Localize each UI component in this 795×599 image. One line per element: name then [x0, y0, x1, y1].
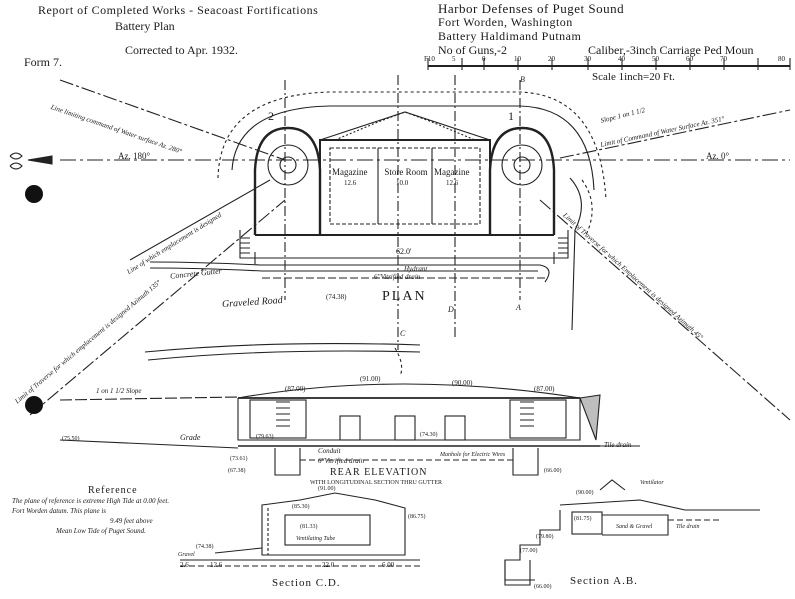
elevation-drain-label: 6"Vitrified drain	[318, 457, 365, 465]
reference-line: Fort Worden datum. This plane is	[12, 507, 106, 515]
elev-87-left: (87.00)	[285, 385, 306, 393]
section-ab-label: (81.75)	[574, 516, 592, 522]
vitrified-drain-label: 6"Vitrified drain	[374, 273, 421, 281]
fort-name: Fort Worden, Washington	[438, 15, 573, 29]
section-cd-label: (91.00)	[318, 486, 336, 492]
room-dim-right: 12.6	[446, 179, 459, 187]
section-ab-label: (77.00)	[520, 548, 538, 554]
harbor-defenses-title: Harbor Defenses of Puget Sound	[438, 1, 625, 16]
scale-tick: 10	[514, 55, 521, 63]
battery-name: Battery Haldimand Putnam	[438, 29, 582, 43]
section-ab-label: Tile drain	[676, 524, 700, 530]
scale-tick: 5	[452, 55, 456, 63]
reference-line: 9.49 feet above	[110, 517, 153, 525]
scale-tick: 0	[482, 55, 486, 63]
scale-tick: F10	[424, 55, 435, 63]
elev-79-63: (79.63)	[256, 434, 274, 440]
section-ab-label: (79.80)	[536, 534, 554, 540]
section-cd-label: Ventilating Tube	[296, 536, 336, 542]
room-store: Store Room	[384, 167, 428, 177]
reference-line: Mean Low Tide of Puget Sound.	[56, 527, 146, 535]
section-cd-label: (81.33)	[300, 524, 318, 530]
scale-tick: 30	[584, 55, 591, 63]
elev-73-61: (73.61)	[230, 456, 248, 462]
room-dim-center: 10.0	[396, 179, 409, 187]
plan-title: PLAN	[382, 289, 427, 304]
section-ab-label: (90.00)	[576, 490, 594, 496]
section-cd	[180, 492, 420, 567]
azimuth-0-label: Az. 0°	[706, 151, 730, 161]
binder-hole-bottom	[25, 396, 43, 414]
reference-title: Reference	[88, 485, 138, 496]
section-letter-b: B	[520, 75, 525, 84]
section-cd-label: 6.00	[382, 561, 395, 569]
elev-75-50: (75.50)	[62, 436, 80, 442]
form-number: Form 7.	[24, 55, 63, 69]
reference-line: The plane of reference is extreme High T…	[12, 497, 170, 505]
section-cd-label: Gravel	[178, 552, 195, 558]
elev-66: (66.00)	[544, 468, 562, 474]
number-of-guns: No of Guns,-2	[438, 43, 507, 57]
gun-caliber: Caliber,-3inch Carriage Ped Moun	[588, 43, 754, 57]
corrected-date: Corrected to Apr. 1932.	[125, 43, 238, 57]
width-dimension: 62.0'	[396, 247, 412, 256]
manhole-label: Manhole for Electric Wires	[440, 452, 506, 458]
tile-drain-label: Tile drain	[604, 441, 632, 449]
scale-tick: 40	[618, 55, 625, 63]
rear-elevation-subtitle: WITH LONGITUDINAL SECTION THRU GUTTER	[310, 480, 442, 486]
scale-tick: 70	[720, 55, 727, 63]
scale-bar	[427, 58, 791, 70]
scale-tick: 20	[548, 55, 555, 63]
section-letter-a: A	[516, 303, 521, 312]
azimuth-180-label: Az. 180°	[118, 151, 151, 161]
scale-tick: 50	[652, 55, 659, 63]
section-ab-label: Ventilator	[640, 480, 664, 486]
emplacement-left	[253, 126, 322, 235]
elev-90: (90.00)	[452, 379, 473, 387]
binder-hole-top	[25, 185, 43, 203]
section-letter-c: C	[400, 329, 406, 338]
section-cd-label: (86.75)	[408, 514, 426, 520]
section-cd-title: Section C.D.	[272, 577, 341, 589]
section-ab-label: Sand & Gravel	[616, 524, 653, 530]
elev-67-38: (67.38)	[228, 468, 246, 474]
room-dim-left: 12.6	[344, 179, 357, 187]
emplacement-number-2: 2	[268, 109, 274, 123]
section-cd-label: (74.38)	[196, 544, 214, 550]
section-ab-label: (66.00)	[534, 584, 552, 590]
room-magazine-right: Magazine	[434, 167, 470, 177]
slope-label-elevation: 1 on 1 1/2 Slope	[96, 387, 142, 395]
grade-label: Grade	[180, 433, 201, 442]
plan-view	[9, 75, 791, 421]
emplacement-right	[488, 126, 556, 235]
scale-tick: 60	[686, 55, 693, 63]
section-cd-label: (85.30)	[292, 504, 310, 510]
section-cd-label: 2.6	[180, 561, 189, 569]
section-cd-label: 22.0	[322, 561, 335, 569]
magazine-block	[319, 139, 491, 236]
scale-tick: 80	[778, 55, 785, 63]
elev-91: (91.00)	[360, 375, 381, 383]
emplacement-number-1: 1	[508, 109, 514, 123]
elev-87-right: (87.00)	[534, 385, 555, 393]
section-ab	[504, 479, 760, 586]
hydrant-label: Hydrant	[404, 265, 428, 273]
conduit-label: Conduit	[318, 447, 341, 455]
section-cd-label: 12.6	[210, 561, 223, 569]
scale-label: Scale 1inch=20 Ft.	[592, 71, 675, 83]
elev-74-30: (74.30)	[420, 432, 438, 438]
rear-elevation-title: REAR ELEVATION	[330, 467, 428, 478]
rear-elevation	[59, 383, 640, 476]
report-title: Report of Completed Works - Seacoast For…	[38, 3, 319, 17]
road-elevation: (74.38)	[326, 293, 347, 301]
section-letter-d: D	[448, 305, 454, 314]
room-magazine-left: Magazine	[332, 167, 368, 177]
section-ab-title: Section A.B.	[570, 575, 638, 587]
report-subtitle: Battery Plan	[115, 19, 175, 33]
